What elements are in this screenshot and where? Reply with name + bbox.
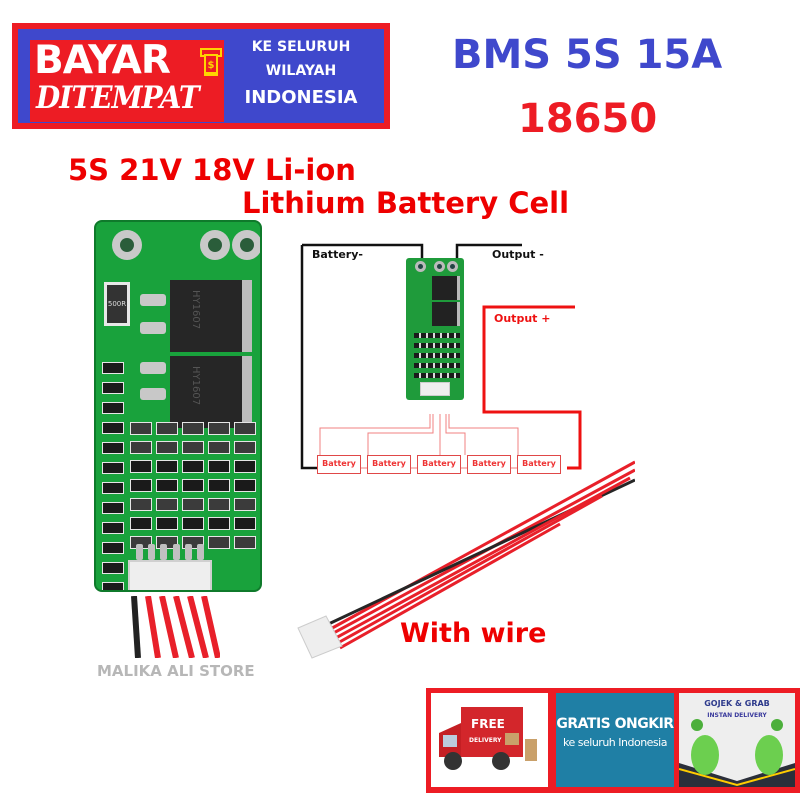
store-watermark: MALIKA ALI STORE bbox=[97, 662, 255, 680]
cod-coverage-text: KE SELURUH WILAYAH INDONESIA bbox=[231, 35, 371, 113]
balance-connector bbox=[128, 560, 212, 590]
instant-delivery-text: INSTAN DELIVERY bbox=[707, 712, 767, 719]
balance-cable bbox=[297, 460, 635, 659]
pcb-lead-wires bbox=[131, 596, 220, 658]
cable-caption: With wire bbox=[400, 618, 547, 649]
cod-badge: BAYAR DITEMPAT $ KE SELURUH WILAYAH INDO… bbox=[12, 23, 390, 129]
cod-bayar-text: BAYAR bbox=[34, 38, 171, 83]
cod-line-1: KE SELURUH bbox=[251, 39, 351, 55]
mosfet-pad bbox=[140, 322, 166, 334]
product-model: 18650 bbox=[518, 96, 658, 142]
delivery-banners: FREE DELIVERY GRATIS ONGKIR ke seluruh I… bbox=[426, 688, 800, 793]
delivery-text: DELIVERY bbox=[469, 737, 502, 744]
product-title: BMS 5S 15A bbox=[452, 32, 723, 78]
gratis-ongkir-text: GRATIS ONGKIR bbox=[556, 716, 674, 732]
mosfet-pad bbox=[140, 362, 166, 374]
gratis-ongkir-subtext: ke seluruh Indonesia bbox=[563, 736, 667, 749]
gojek-grab-title: GOJEK & GRAB bbox=[704, 699, 770, 708]
shunt-resistor: 500R bbox=[104, 282, 130, 326]
cod-logo: BAYAR DITEMPAT $ bbox=[30, 38, 224, 122]
battery-cell: Battery bbox=[417, 455, 461, 474]
atm-cash-icon: $ bbox=[200, 48, 222, 76]
cod-line-3: INDONESIA bbox=[244, 87, 358, 108]
b-minus-hole bbox=[112, 230, 142, 260]
cod-line-2: WILAYAH bbox=[265, 63, 337, 79]
spec-voltage: 5S 21V 18V Li-ion bbox=[68, 153, 356, 187]
spec-cell-type: Lithium Battery Cell bbox=[242, 186, 570, 220]
mosfet-1: HY1607 bbox=[170, 280, 252, 352]
p-minus-hole-1 bbox=[200, 230, 230, 260]
free-shipping-banner: GRATIS ONGKIR ke seluruh Indonesia bbox=[556, 693, 674, 787]
wiring-diagram: Battery- Output - Output + Battery Batte… bbox=[290, 230, 590, 485]
mosfet-pad bbox=[140, 388, 166, 400]
diagram-pcb bbox=[406, 258, 464, 400]
battery-cell: Battery bbox=[367, 455, 411, 474]
connector-pins bbox=[136, 544, 204, 560]
label-output-plus: Output + bbox=[494, 312, 551, 325]
battery-cells: Battery Battery Battery Battery Battery bbox=[317, 455, 561, 474]
free-text: FREE bbox=[471, 717, 505, 731]
side-components bbox=[102, 362, 128, 590]
label-battery-minus: Battery- bbox=[312, 248, 363, 261]
gojek-grab-banner: GOJEK & GRAB INSTAN DELIVERY bbox=[679, 693, 795, 787]
p-minus-hole-2 bbox=[232, 230, 260, 260]
balance-circuit-grid bbox=[130, 422, 260, 555]
battery-cell: Battery bbox=[517, 455, 561, 474]
battery-cell: Battery bbox=[467, 455, 511, 474]
svg-text:$: $ bbox=[208, 60, 215, 71]
cod-badge-panel: BAYAR DITEMPAT $ KE SELURUH WILAYAH INDO… bbox=[18, 29, 384, 123]
cod-ditempat-text: DITEMPAT bbox=[36, 80, 200, 116]
scooter-riders-icon bbox=[679, 719, 795, 787]
free-delivery-banner: FREE DELIVERY bbox=[431, 693, 548, 787]
battery-cell: Battery bbox=[317, 455, 361, 474]
mosfet-2: HY1607 bbox=[170, 356, 252, 428]
label-output-minus: Output - bbox=[492, 248, 544, 261]
bms-pcb-photo: 500R HY1607 HY1607 bbox=[94, 220, 262, 592]
truck-icon bbox=[439, 707, 537, 770]
mosfet-pad bbox=[140, 294, 166, 306]
